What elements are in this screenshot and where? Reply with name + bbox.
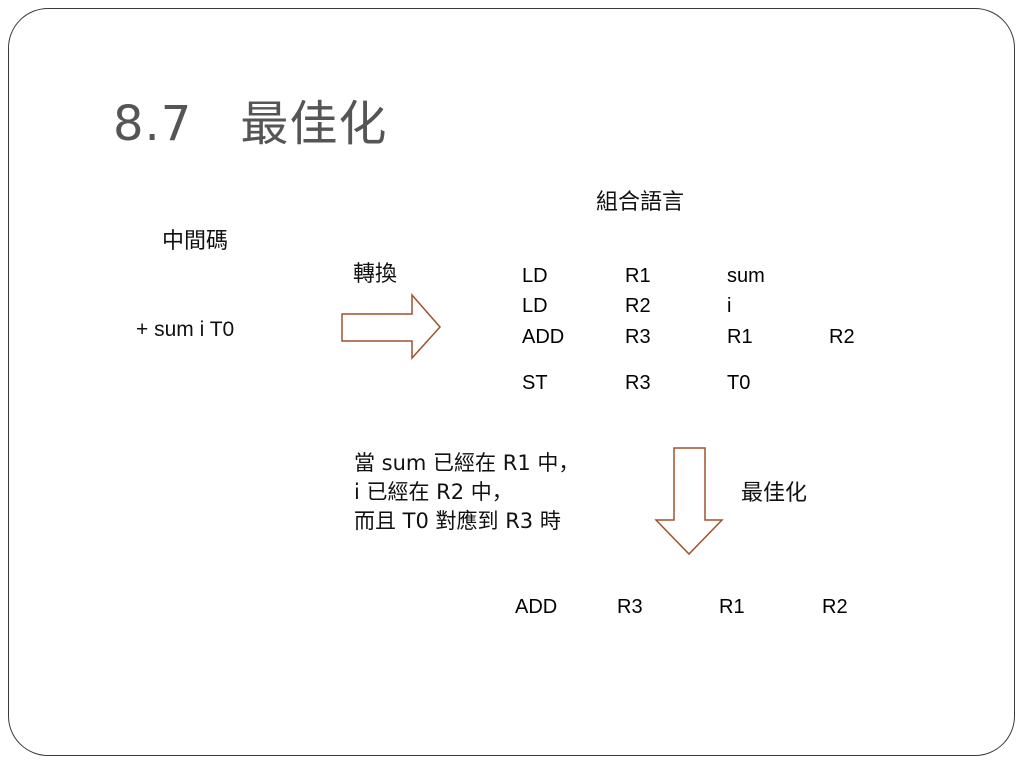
slide-frame — [8, 8, 1015, 756]
asm-operand: R2 — [822, 596, 848, 618]
condition-line: 當 sum 已經在 R1 中， — [354, 451, 580, 475]
asm-op: ST — [522, 372, 548, 394]
title-number: 8.7 — [113, 96, 193, 152]
intermediate-code-label: 中間碼 — [162, 229, 229, 254]
asm-operand: R1 — [719, 596, 745, 618]
optimize-label: 最佳化 — [741, 481, 808, 506]
asm-operand: R1 — [625, 265, 651, 287]
asm-operand: i — [727, 295, 732, 317]
asm-operand: sum — [727, 265, 765, 287]
convert-label: 轉換 — [353, 262, 398, 287]
asm-operand: R3 — [617, 596, 643, 618]
asm-op: ADD — [515, 596, 558, 618]
asm-operand: R3 — [625, 326, 651, 348]
asm-op: ADD — [522, 326, 565, 348]
condition-text: 當 sum 已經在 R1 中， i 已經在 R2 中， 而且 T0 對應到 R3… — [354, 449, 579, 536]
condition-line: i 已經在 R2 中， — [354, 480, 513, 504]
intermediate-code: + sum i T0 — [136, 318, 235, 341]
slide-title: 8.7 最佳化 — [113, 84, 387, 154]
asm-op: LD — [522, 265, 548, 287]
asm-operand: R2 — [625, 295, 651, 317]
title-text: 最佳化 — [240, 96, 388, 152]
asm-op: LD — [522, 295, 548, 317]
asm-operand: R1 — [727, 326, 753, 348]
asm-operand: T0 — [727, 372, 751, 394]
assembly-label: 組合語言 — [596, 190, 685, 215]
asm-operand: R3 — [625, 372, 651, 394]
condition-line: 而且 T0 對應到 R3 時 — [354, 509, 561, 533]
asm-operand: R2 — [829, 326, 855, 348]
